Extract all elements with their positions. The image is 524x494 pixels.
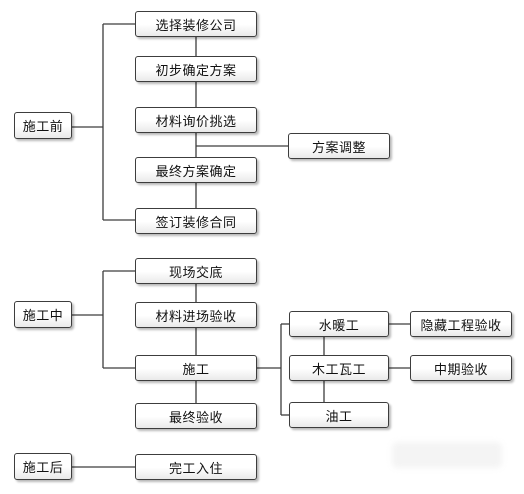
step-label: 现场交底 xyxy=(168,265,223,281)
step-label: 选择装修公司 xyxy=(155,18,237,34)
phase-label: 施工中 xyxy=(22,309,64,324)
step-sign-contract: 签订装修合同 xyxy=(135,208,257,234)
step-final-acceptance: 最终验收 xyxy=(135,403,257,429)
step-label: 签订装修合同 xyxy=(155,215,237,231)
step-carpentry-tiling: 木工瓦工 xyxy=(289,355,389,381)
step-hidden-works-acceptance: 隐藏工程验收 xyxy=(410,311,512,337)
phase-after: 施工后 xyxy=(14,453,72,480)
step-construction: 施工 xyxy=(135,355,257,381)
step-label: 施工 xyxy=(182,362,210,378)
step-painting: 油工 xyxy=(289,402,389,428)
phase-before: 施工前 xyxy=(14,112,72,139)
step-plumbing-heating: 水暖工 xyxy=(289,311,389,337)
step-completion-move-in: 完工入住 xyxy=(135,454,257,480)
step-label: 最终方案确定 xyxy=(155,164,237,180)
step-material-inquiry: 材料询价挑选 xyxy=(135,107,257,133)
step-label: 材料进场验收 xyxy=(155,309,237,325)
phase-during: 施工中 xyxy=(14,301,72,328)
step-label: 完工入住 xyxy=(168,461,223,477)
step-label: 方案调整 xyxy=(311,140,366,156)
step-label: 隐藏工程验收 xyxy=(420,318,502,334)
step-midterm-acceptance: 中期验收 xyxy=(410,355,512,381)
step-plan-adjust: 方案调整 xyxy=(288,133,390,159)
step-final-plan: 最终方案确定 xyxy=(135,157,257,183)
step-label: 木工瓦工 xyxy=(311,362,366,378)
step-label: 中期验收 xyxy=(433,362,488,378)
blurred-watermark xyxy=(392,442,502,468)
step-label: 初步确定方案 xyxy=(155,63,237,79)
step-site-handover: 现场交底 xyxy=(135,258,257,284)
step-choose-company: 选择装修公司 xyxy=(135,11,257,37)
step-label: 材料询价挑选 xyxy=(155,114,237,130)
step-initial-plan: 初步确定方案 xyxy=(135,56,257,82)
step-label: 水暖工 xyxy=(318,318,360,334)
phase-label: 施工前 xyxy=(22,120,64,135)
phase-label: 施工后 xyxy=(22,461,64,476)
step-label: 油工 xyxy=(325,409,353,425)
step-material-acceptance: 材料进场验收 xyxy=(135,302,257,328)
step-label: 最终验收 xyxy=(168,410,223,426)
